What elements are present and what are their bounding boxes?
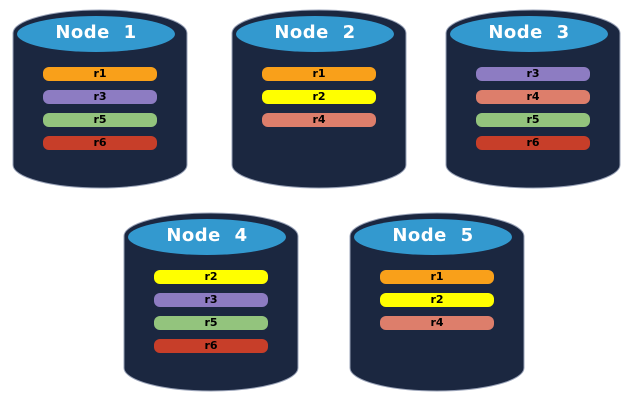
- replica-bar-r2: r2: [380, 293, 494, 307]
- replica-bar-r2: r2: [154, 270, 268, 284]
- replica-label: r5: [204, 316, 218, 329]
- replica-list: r1 r2 r4: [262, 67, 376, 127]
- replica-bar-r2: r2: [262, 90, 376, 104]
- node-label: Node 2: [274, 22, 356, 43]
- node-label: Node 4: [166, 225, 248, 246]
- replica-bar-r5: r5: [154, 316, 268, 330]
- db-node: Node 3 r3 r4 r5 r6: [445, 9, 621, 189]
- replica-label: r3: [93, 90, 107, 103]
- node-label: Node 5: [392, 225, 474, 246]
- replica-label: r6: [526, 136, 540, 149]
- replica-bar-r5: r5: [476, 113, 590, 127]
- replica-label: r1: [312, 67, 326, 80]
- db-node: Node 2 r1 r2 r4: [231, 9, 407, 189]
- replica-bar-r3: r3: [154, 293, 268, 307]
- replica-label: r5: [93, 113, 107, 126]
- replica-bar-r6: r6: [476, 136, 590, 150]
- replica-label: r2: [204, 270, 218, 283]
- replica-label: r2: [430, 293, 444, 306]
- replica-bar-r6: r6: [154, 339, 268, 353]
- replica-label: r3: [526, 67, 540, 80]
- node-label: Node 3: [488, 22, 570, 43]
- replica-bar-r1: r1: [262, 67, 376, 81]
- db-node: Node 4 r2 r3 r5 r6: [123, 212, 299, 392]
- node-label: Node 1: [55, 22, 137, 43]
- replica-label: r4: [312, 113, 326, 126]
- replica-bar-r3: r3: [476, 67, 590, 81]
- replica-label: r3: [204, 293, 218, 306]
- replica-bar-r1: r1: [380, 270, 494, 284]
- replica-bar-r6: r6: [43, 136, 157, 150]
- replica-bar-r3: r3: [43, 90, 157, 104]
- replica-bar-r4: r4: [262, 113, 376, 127]
- replica-bar-r5: r5: [43, 113, 157, 127]
- db-node: Node 1 r1 r3 r5 r6: [12, 9, 188, 189]
- replica-label: r5: [526, 113, 540, 126]
- replica-label: r1: [93, 67, 107, 80]
- replica-label: r6: [93, 136, 107, 149]
- replica-label: r4: [526, 90, 540, 103]
- replica-label: r6: [204, 339, 218, 352]
- replica-list: r1 r2 r4: [380, 270, 494, 330]
- replica-label: r2: [312, 90, 326, 103]
- db-node: Node 5 r1 r2 r4: [349, 212, 525, 392]
- replica-bar-r1: r1: [43, 67, 157, 81]
- replica-list: r1 r3 r5 r6: [43, 67, 157, 150]
- replica-bar-r4: r4: [380, 316, 494, 330]
- replica-bar-r4: r4: [476, 90, 590, 104]
- replica-list: r2 r3 r5 r6: [154, 270, 268, 353]
- replica-list: r3 r4 r5 r6: [476, 67, 590, 150]
- replica-label: r1: [430, 270, 444, 283]
- replica-label: r4: [430, 316, 444, 329]
